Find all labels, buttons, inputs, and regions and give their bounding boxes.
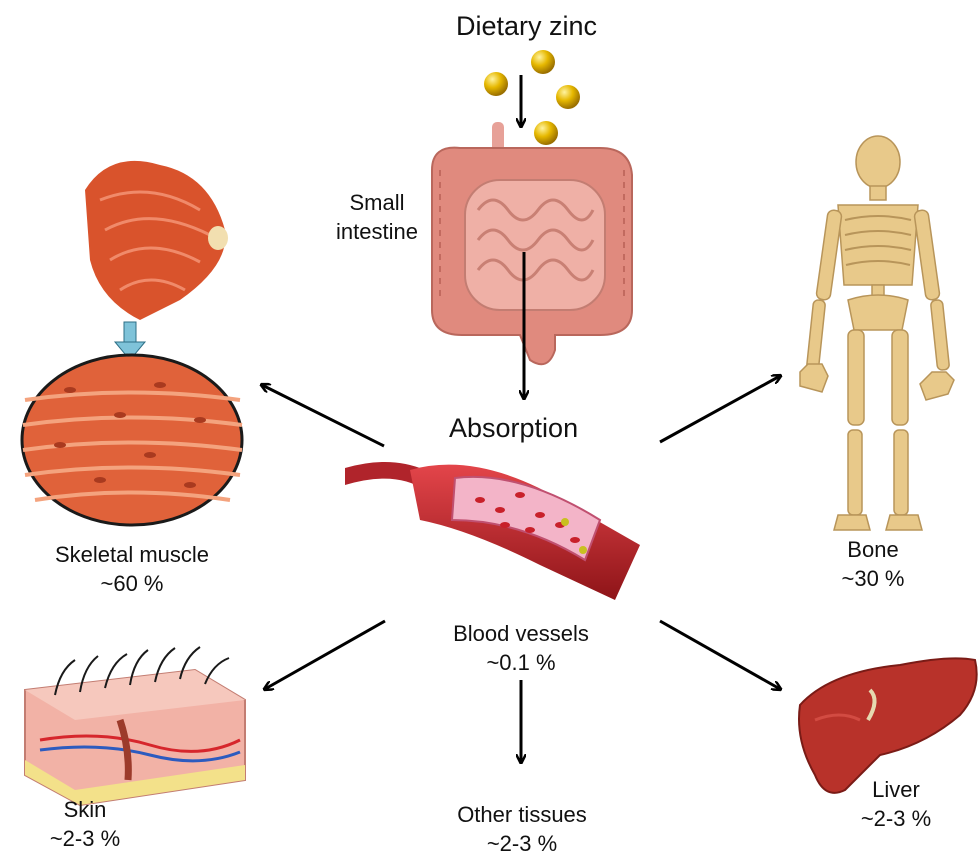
liver-name: Liver bbox=[846, 775, 946, 804]
skin-name: Skin bbox=[30, 795, 140, 824]
blood-vessels-label: Blood vessels ~0.1 % bbox=[433, 619, 609, 677]
skin-share: ~2-3 % bbox=[30, 824, 140, 853]
intestine-illustration bbox=[432, 122, 632, 364]
blood-vessels-name: Blood vessels bbox=[433, 619, 609, 648]
arrow-to-skeletal-muscle bbox=[262, 385, 384, 446]
bone-skeleton-illustration bbox=[800, 136, 954, 530]
skeletal-muscle-label: Skeletal muscle ~60 % bbox=[37, 540, 227, 598]
small-intestine-line-1: Small bbox=[332, 188, 422, 217]
skin-illustration bbox=[25, 647, 245, 805]
skeletal-muscle-share: ~60 % bbox=[37, 569, 227, 598]
liver-share: ~2-3 % bbox=[846, 804, 946, 833]
dietary-zinc-label: Dietary zinc bbox=[456, 11, 597, 42]
absorption-label: Absorption bbox=[449, 413, 578, 444]
skeletal-muscle-name: Skeletal muscle bbox=[37, 540, 227, 569]
small-intestine-label: Small intestine bbox=[332, 188, 422, 246]
liver-illustration bbox=[799, 658, 977, 793]
skeletal-muscle-illustration bbox=[22, 161, 242, 525]
arrow-to-skin bbox=[265, 621, 385, 689]
bone-name: Bone bbox=[823, 535, 923, 564]
small-intestine-line-2: intestine bbox=[332, 217, 422, 246]
blood-vessel-illustration bbox=[345, 462, 640, 600]
bone-share: ~30 % bbox=[823, 564, 923, 593]
arrow-to-bone bbox=[660, 376, 780, 442]
blood-vessels-share: ~0.1 % bbox=[433, 648, 609, 677]
bone-label: Bone ~30 % bbox=[823, 535, 923, 593]
other-tissues-label: Other tissues ~2-3 % bbox=[434, 800, 610, 858]
skin-label: Skin ~2-3 % bbox=[30, 795, 140, 853]
liver-label: Liver ~2-3 % bbox=[846, 775, 946, 833]
other-tissues-name: Other tissues bbox=[434, 800, 610, 829]
arrow-to-liver bbox=[660, 621, 780, 689]
